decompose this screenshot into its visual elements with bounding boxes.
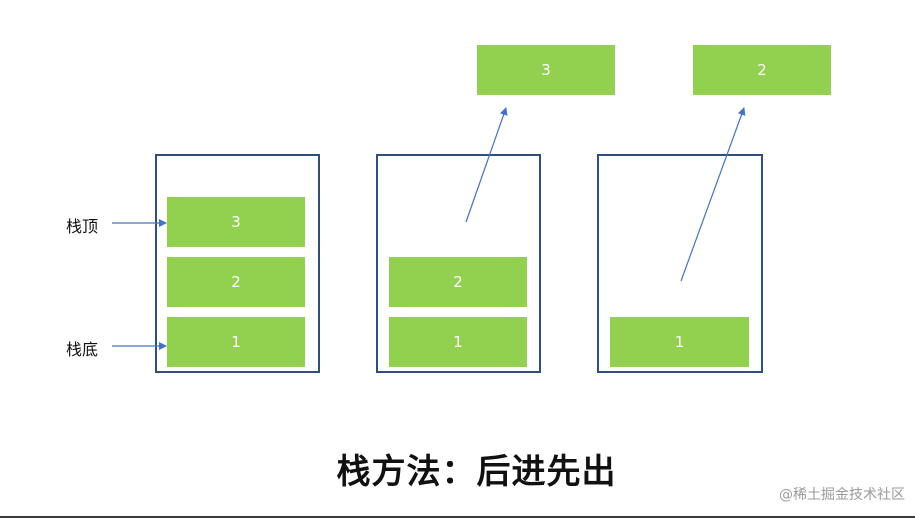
pop-arrow-2 xyxy=(680,107,746,282)
bottom-divider xyxy=(0,516,915,518)
stack-1-block-1: 1 xyxy=(167,317,305,367)
stack-1-block-3: 3 xyxy=(167,197,305,247)
diagram-caption: 栈方法：后进先出 xyxy=(336,452,617,492)
stack-3-block-1: 1 xyxy=(610,317,749,367)
stack-2-block-1: 1 xyxy=(389,317,527,367)
pop-arrow-3 xyxy=(465,107,508,223)
stack-2-block-2: 2 xyxy=(389,257,527,307)
stack-top-label: 栈顶 xyxy=(66,217,99,236)
popped-block-3: 3 xyxy=(477,45,615,95)
stack-1-block-2: 2 xyxy=(167,257,305,307)
stack-bottom-label: 栈底 xyxy=(66,340,99,359)
popped-block-2: 2 xyxy=(693,45,831,95)
watermark-text: @稀土掘金技术社区 xyxy=(779,487,905,503)
